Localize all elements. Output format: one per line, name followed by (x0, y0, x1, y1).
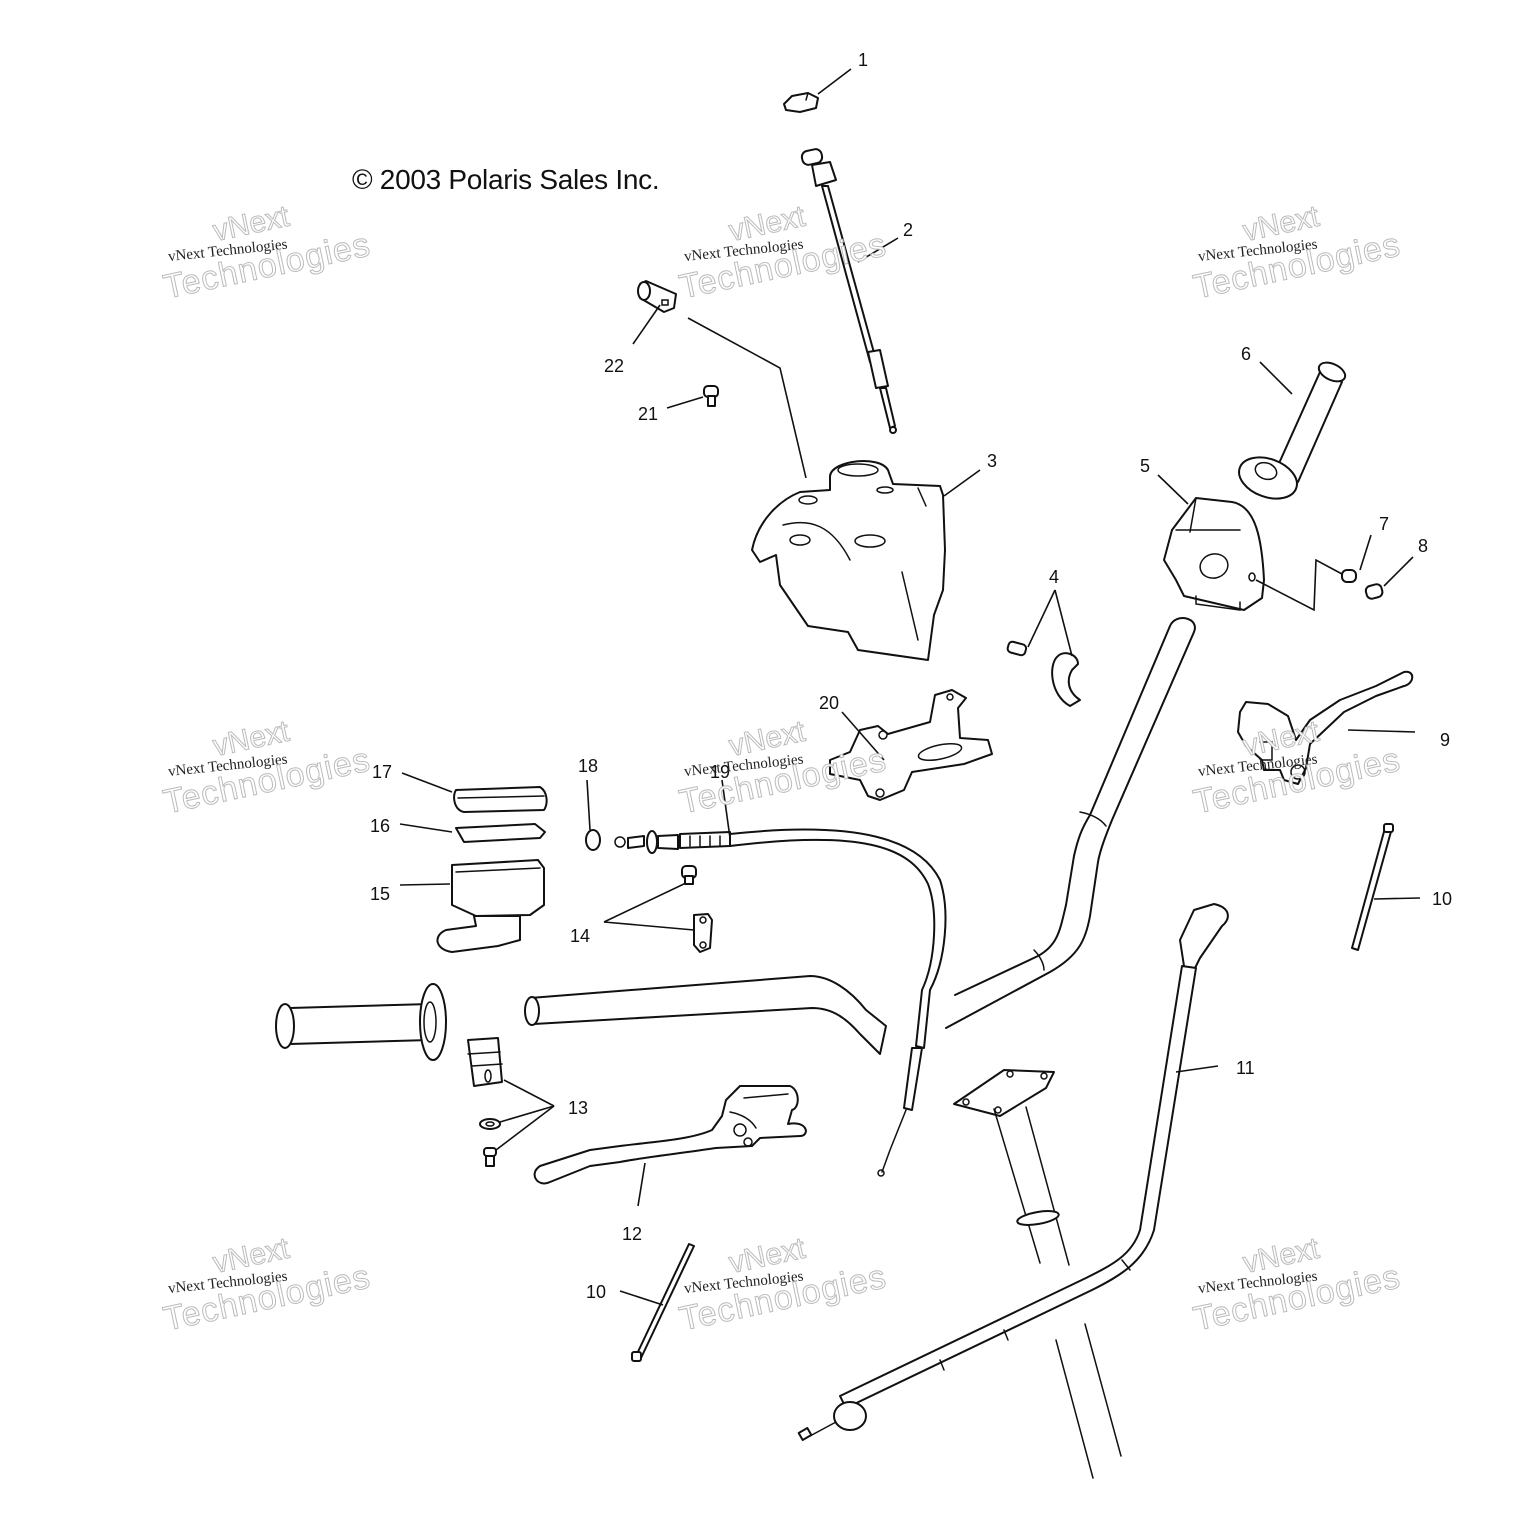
leader-14b (603, 921, 695, 931)
part-15-reservoir[interactable] (436, 859, 545, 953)
callout-3: 3 (987, 451, 997, 471)
callout-16: 16 (370, 816, 390, 836)
leader-4b (1054, 589, 1073, 657)
leader-13b (499, 1105, 555, 1123)
part-12-left-lever[interactable] (533, 1085, 807, 1185)
callout-7: 7 (1379, 514, 1389, 534)
leader-22 (632, 304, 661, 345)
callout-10-right: 10 (1432, 889, 1452, 909)
leader-15 (399, 883, 451, 886)
left-grip[interactable] (275, 983, 447, 1061)
part-8-cap[interactable] (1364, 583, 1384, 600)
callout-2: 2 (903, 220, 913, 240)
leader-4a (1027, 589, 1056, 648)
callout-5: 5 (1140, 456, 1150, 476)
handlebar[interactable] (945, 617, 1196, 1029)
leader-1 (817, 68, 852, 95)
callout-17: 17 (372, 762, 392, 782)
part-11-throttle-cable[interactable] (797, 903, 1229, 1441)
part-10-bolt-left[interactable] (631, 1243, 695, 1362)
part-16-diaphragm[interactable] (455, 823, 546, 843)
callout-9: 9 (1440, 730, 1450, 750)
part-6-grip-right[interactable] (1233, 359, 1348, 506)
leader-13a (503, 1079, 555, 1107)
callout-22: 22 (604, 356, 624, 376)
part-13-clamp-kit[interactable] (467, 1037, 503, 1167)
leader-10a (1373, 897, 1421, 900)
leader-20 (841, 711, 885, 761)
part-19-brake-cable[interactable] (614, 828, 947, 1177)
part-2-choke-cable[interactable] (800, 148, 897, 434)
part-9-right-lever[interactable] (1237, 670, 1414, 785)
callout-20: 20 (819, 693, 839, 713)
leader-8 (1383, 556, 1414, 587)
copyright-notice: © 2003 Polaris Sales Inc. (352, 164, 660, 195)
leader-13c (495, 1105, 555, 1151)
callout-8: 8 (1418, 536, 1428, 556)
callout-11: 11 (1236, 1058, 1255, 1078)
callout-12: 12 (622, 1224, 642, 1244)
part-17-reservoir-cap[interactable] (453, 786, 548, 813)
part-10-bolt-right[interactable] (1351, 823, 1394, 951)
callout-18: 18 (578, 756, 598, 776)
leader-19 (721, 779, 731, 839)
leader-11 (1175, 1065, 1219, 1073)
leader-22-to-3 (687, 317, 807, 479)
leader-7 (1359, 534, 1372, 571)
callout-6: 6 (1241, 344, 1251, 364)
leader-6 (1259, 361, 1293, 395)
part-22-choke-knob[interactable] (637, 280, 677, 313)
handlebar-left[interactable] (524, 975, 887, 1055)
callout-19: 19 (710, 762, 730, 782)
callout-4: 4 (1049, 567, 1059, 587)
callout-13: 13 (568, 1098, 588, 1118)
part-14-clamp[interactable] (681, 865, 713, 953)
leader-5-to-7 (1255, 558, 1343, 612)
callout-1: 1 (858, 50, 868, 70)
part-5-throttle-housing[interactable] (1163, 497, 1265, 611)
leader-3 (943, 469, 981, 497)
part-1-nut[interactable] (783, 92, 819, 113)
part-18-o-ring[interactable] (585, 829, 601, 851)
callout-10-left: 10 (586, 1282, 606, 1302)
leader-21 (666, 396, 704, 409)
leader-10b (619, 1290, 664, 1306)
leader-16 (399, 823, 453, 833)
part-7-spacer[interactable] (1341, 569, 1357, 583)
callout-15: 15 (370, 884, 390, 904)
part-21-screw[interactable] (703, 385, 719, 407)
leader-18 (586, 779, 591, 831)
steering-post[interactable] (953, 1069, 1122, 1479)
leader-2 (857, 237, 899, 263)
leader-14a (603, 882, 687, 923)
part-3-pod-cover[interactable] (751, 460, 946, 661)
leader-12 (637, 1162, 646, 1207)
part-20-bracket[interactable] (829, 689, 993, 801)
leader-17 (401, 772, 453, 793)
leader-5 (1157, 474, 1189, 505)
callout-21: 21 (638, 404, 658, 424)
callout-14: 14 (570, 926, 590, 946)
leader-9 (1347, 729, 1416, 733)
part-4-clamp[interactable] (1006, 640, 1081, 707)
